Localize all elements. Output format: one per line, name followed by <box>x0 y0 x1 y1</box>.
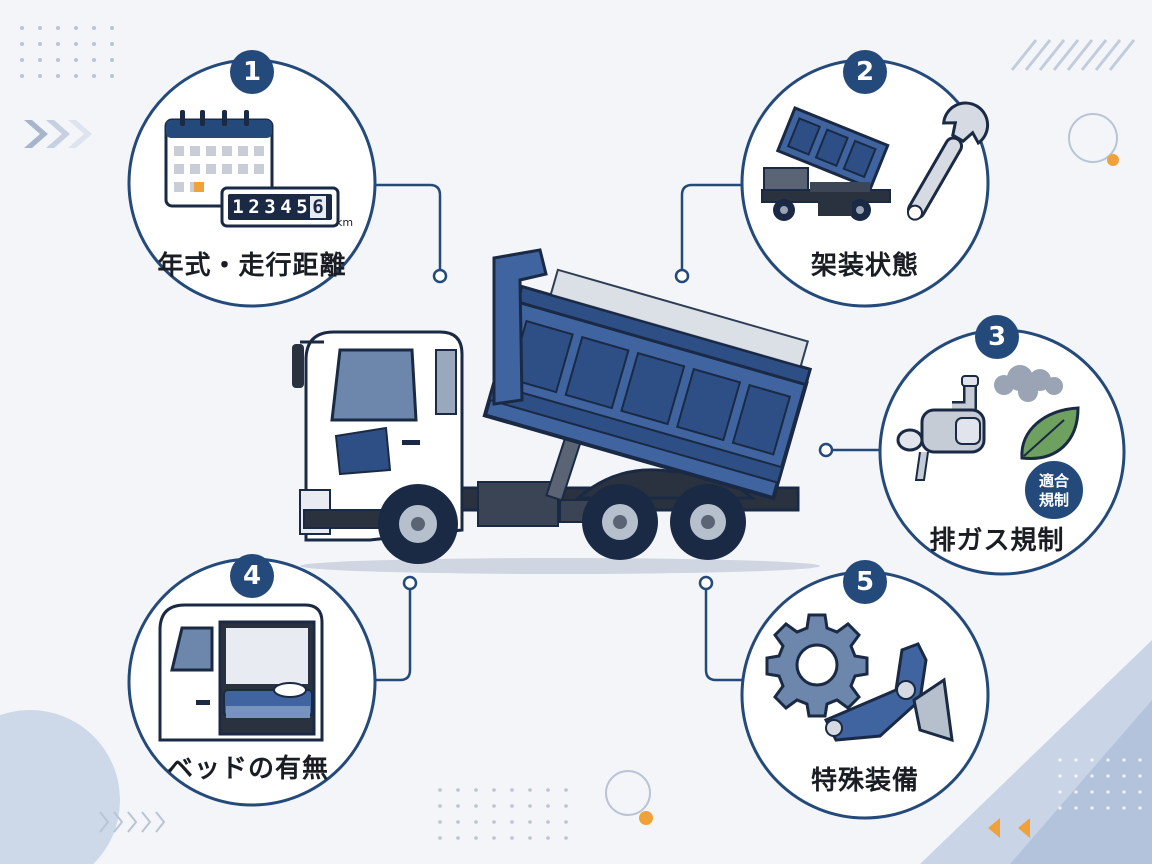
compliance-badge-line2: 規制 <box>1038 491 1069 509</box>
feature-label-2: 架装状態 <box>810 251 920 281</box>
feature-number-5: 5 <box>843 560 887 604</box>
compliance-badge: 適合 規制 <box>1022 458 1086 522</box>
feature-label-5: 特殊装備 <box>810 766 920 796</box>
connector-endpoints <box>402 268 834 591</box>
odometer-digit: 2 <box>248 196 260 218</box>
gear-attachment-icon <box>765 613 954 743</box>
compliance-badge-line1: 適合 <box>1038 472 1069 490</box>
background-decor <box>0 26 1152 864</box>
odometer-digit: 6 <box>310 196 326 218</box>
odometer-digit: 1 <box>232 196 244 218</box>
feature-label-3: 排ガス規制 <box>929 526 1065 556</box>
dump-truck-illustration <box>292 248 820 574</box>
odometer-unit: km <box>336 216 354 229</box>
odometer-digit: 5 <box>296 196 308 218</box>
feature-label-1: 年式・走行距離 <box>157 251 347 281</box>
connector-lines <box>372 183 884 682</box>
feature-number-4: 4 <box>230 554 274 598</box>
feature-number-1: 1 <box>230 50 274 94</box>
odometer-digit: 3 <box>264 196 276 218</box>
calendar-odometer-icon <box>164 110 340 228</box>
exhaust-leaf-icon <box>896 365 1080 481</box>
odometer-digit: 4 <box>280 196 292 218</box>
feature-number-2: 2 <box>843 50 887 94</box>
dump-body-wrench-icon <box>761 101 990 221</box>
cab-bed-icon <box>158 603 324 742</box>
feature-label-4: ベッドの有無 <box>166 754 330 784</box>
feature-number-3: 3 <box>975 315 1019 359</box>
